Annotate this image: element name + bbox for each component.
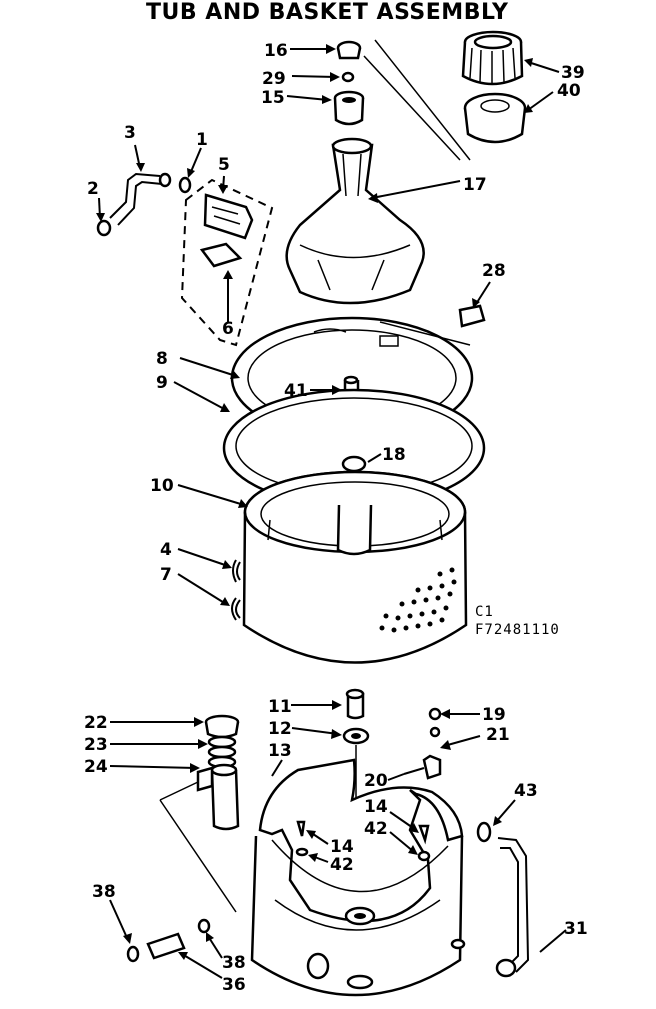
dashed-group-outline xyxy=(180,178,274,347)
callout-12: 12 xyxy=(268,719,292,739)
callout-8: 8 xyxy=(156,349,168,369)
callout-41: 41 xyxy=(284,381,308,401)
callout-14-left: 14 xyxy=(330,837,354,857)
part-6-pad[interactable] xyxy=(199,242,243,268)
part-10-basket[interactable] xyxy=(242,470,468,664)
callout-7: 7 xyxy=(160,565,172,585)
part-22-cap[interactable] xyxy=(204,714,240,739)
part-42-washer-right[interactable] xyxy=(417,850,431,862)
callout-38-left: 38 xyxy=(92,882,116,902)
part-7-clip[interactable] xyxy=(231,597,241,621)
part-11-nut[interactable] xyxy=(345,688,365,720)
part-13-outer-tub[interactable] xyxy=(250,758,466,997)
part-40-cap-insert[interactable] xyxy=(463,92,527,144)
callout-21: 21 xyxy=(486,725,510,745)
part-28-clip[interactable] xyxy=(458,304,486,328)
part-14-screw-left[interactable] xyxy=(296,820,306,837)
part-14-screw-right[interactable] xyxy=(418,824,430,845)
part-16-nut[interactable] xyxy=(336,40,362,60)
basket-perforations xyxy=(379,567,457,633)
callout-5: 5 xyxy=(218,155,230,175)
drawing-code-line1: C1 xyxy=(475,604,494,620)
callout-31: 31 xyxy=(564,919,588,939)
part-42-washer-left[interactable] xyxy=(295,847,309,857)
callout-42-right: 42 xyxy=(364,819,388,839)
part-39-cap[interactable] xyxy=(461,30,524,86)
part-20-fitting[interactable] xyxy=(403,754,442,780)
part-12-seal[interactable] xyxy=(342,727,370,745)
part-2-clamp[interactable] xyxy=(96,219,112,237)
diagram-title: TUB AND BASKET ASSEMBLY xyxy=(146,0,509,25)
callout-24: 24 xyxy=(84,757,108,777)
callout-10: 10 xyxy=(150,476,174,496)
part-17-agitator[interactable] xyxy=(285,137,425,305)
callout-19: 19 xyxy=(482,705,506,725)
part-23-spring[interactable] xyxy=(207,735,237,769)
callout-28: 28 xyxy=(482,261,506,281)
callout-18: 18 xyxy=(382,445,406,465)
callout-42-left: 42 xyxy=(330,855,354,875)
callout-29: 29 xyxy=(262,69,286,89)
part-5-bracket[interactable] xyxy=(203,193,254,240)
part-15-bushing[interactable] xyxy=(333,90,365,126)
callout-38-right: 38 xyxy=(222,953,246,973)
callout-4: 4 xyxy=(160,540,172,560)
part-21-washer[interactable] xyxy=(429,726,441,738)
callout-36: 36 xyxy=(222,975,246,995)
callout-16: 16 xyxy=(264,41,288,61)
callout-39: 39 xyxy=(561,63,585,83)
part-19-screw[interactable] xyxy=(428,707,442,721)
part-4-clip[interactable] xyxy=(232,559,241,583)
part-31-hose[interactable] xyxy=(495,837,530,978)
callout-17: 17 xyxy=(463,175,487,195)
callout-40: 40 xyxy=(557,81,581,101)
spout-leader-line xyxy=(159,781,237,913)
diagram-title-bar: TUB AND BASKET ASSEMBLY xyxy=(0,0,656,30)
callout-11: 11 xyxy=(268,697,292,717)
part-3-hose[interactable] xyxy=(109,172,172,226)
callout-6: 6 xyxy=(222,319,234,339)
callout-23: 23 xyxy=(84,735,108,755)
part-36-hose-section[interactable] xyxy=(146,932,186,960)
leader-lines xyxy=(96,39,567,979)
part-18-hub[interactable] xyxy=(341,455,367,473)
part-29-washer[interactable] xyxy=(341,71,355,83)
callout-15: 15 xyxy=(261,88,285,108)
drawing-code-line2: F72481110 xyxy=(475,622,560,638)
callout-20: 20 xyxy=(364,771,388,791)
callout-13: 13 xyxy=(268,741,292,761)
callout-43: 43 xyxy=(514,781,538,801)
part-24-tube[interactable] xyxy=(196,763,240,831)
callout-3: 3 xyxy=(124,123,136,143)
callout-1: 1 xyxy=(196,130,208,150)
part-1-clamp[interactable] xyxy=(178,176,192,194)
callout-14-right: 14 xyxy=(364,797,388,817)
part-38-clamp-left[interactable] xyxy=(126,945,140,963)
part-43-clamp[interactable] xyxy=(476,821,492,843)
callout-2: 2 xyxy=(87,179,99,199)
callout-22: 22 xyxy=(84,713,108,733)
callout-labels: 16 29 15 39 40 17 3 1 2 5 6 28 8 9 41 18… xyxy=(84,41,588,995)
callout-9: 9 xyxy=(156,373,168,393)
part-38-clamp-right[interactable] xyxy=(197,918,211,934)
